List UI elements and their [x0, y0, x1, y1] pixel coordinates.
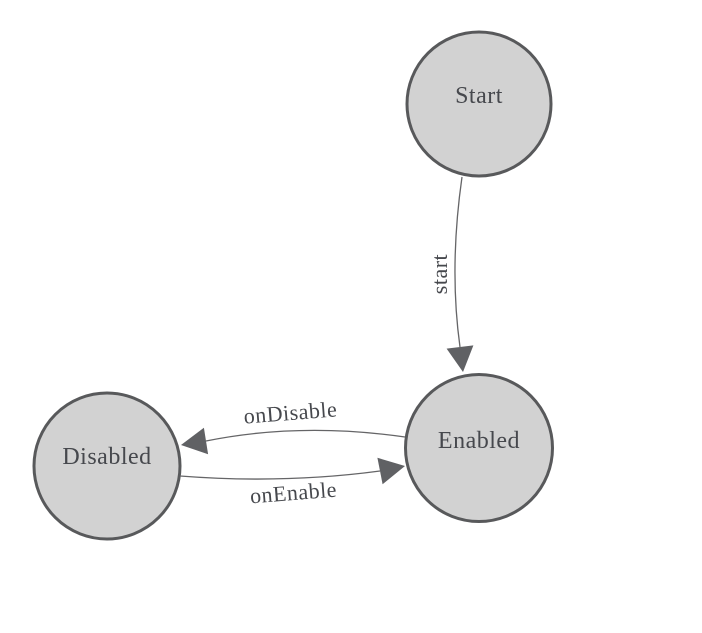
- arrowhead-left-icon: [181, 427, 209, 455]
- state-node-start[interactable]: Start: [405, 30, 553, 178]
- edge-label-ondisable: onDisable: [243, 396, 338, 428]
- arrowhead-down-icon: [446, 345, 474, 372]
- state-label-enabled: Enabled: [438, 428, 520, 454]
- transition-start: start: [427, 176, 474, 372]
- state-label-start: Start: [455, 83, 503, 109]
- edge-line-ondisable: [205, 429, 406, 442]
- state-circle-enabled[interactable]: [404, 373, 554, 523]
- state-node-disabled[interactable]: Disabled: [32, 391, 182, 541]
- state-circle-disabled[interactable]: [32, 391, 182, 541]
- state-node-enabled[interactable]: Enabled: [404, 373, 554, 523]
- transition-onenable: onEnable: [179, 457, 405, 509]
- state-label-disabled: Disabled: [62, 444, 151, 470]
- edge-label-onenable: onEnable: [249, 477, 338, 509]
- edge-line-onenable: [179, 470, 381, 480]
- edge-line-start: [454, 176, 463, 348]
- arrowhead-right-icon: [377, 457, 405, 485]
- state-circle-start[interactable]: [405, 30, 553, 178]
- edge-label-start: start: [427, 254, 452, 294]
- transition-ondisable: onDisable: [181, 396, 406, 455]
